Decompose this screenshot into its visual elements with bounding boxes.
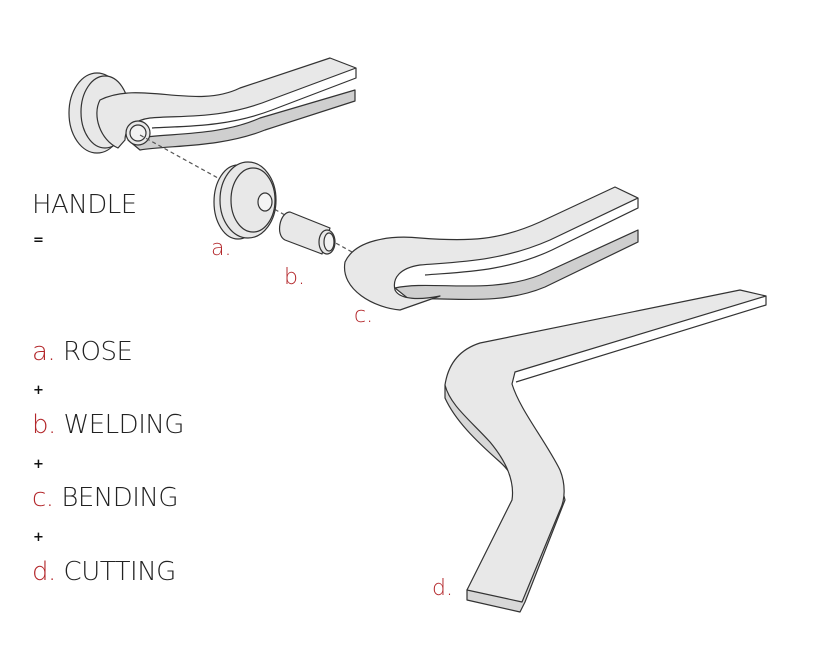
plus-sign: + — [33, 457, 44, 472]
step-name: BENDING — [61, 483, 179, 513]
step-name: CUTTING — [63, 557, 177, 587]
callout-a: a. — [211, 236, 232, 261]
step-name: WELDING — [63, 410, 185, 440]
callout-b: b. — [284, 265, 305, 290]
callout-c: c. — [354, 303, 374, 328]
step-bending: c. BENDING — [32, 483, 179, 513]
step-cutting: d. CUTTING — [32, 557, 176, 587]
step-name: ROSE — [62, 337, 133, 367]
welding-part — [278, 211, 336, 255]
assembled-handle — [68, 57, 357, 154]
step-letter: c. — [32, 483, 54, 513]
step-letter: b. — [32, 410, 56, 440]
step-rose: a. ROSE — [32, 337, 133, 367]
plus-sign: + — [33, 530, 44, 545]
rose-part — [213, 161, 277, 240]
step-letter: d. — [32, 557, 56, 587]
cut-part — [444, 289, 767, 613]
plus-sign: + — [33, 383, 44, 398]
step-letter: a. — [32, 337, 56, 367]
callout-d: d. — [432, 576, 453, 601]
equals-sign: = — [33, 233, 44, 248]
bent-part — [344, 186, 639, 311]
title: HANDLE — [32, 190, 137, 220]
step-welding: b. WELDING — [32, 410, 184, 440]
